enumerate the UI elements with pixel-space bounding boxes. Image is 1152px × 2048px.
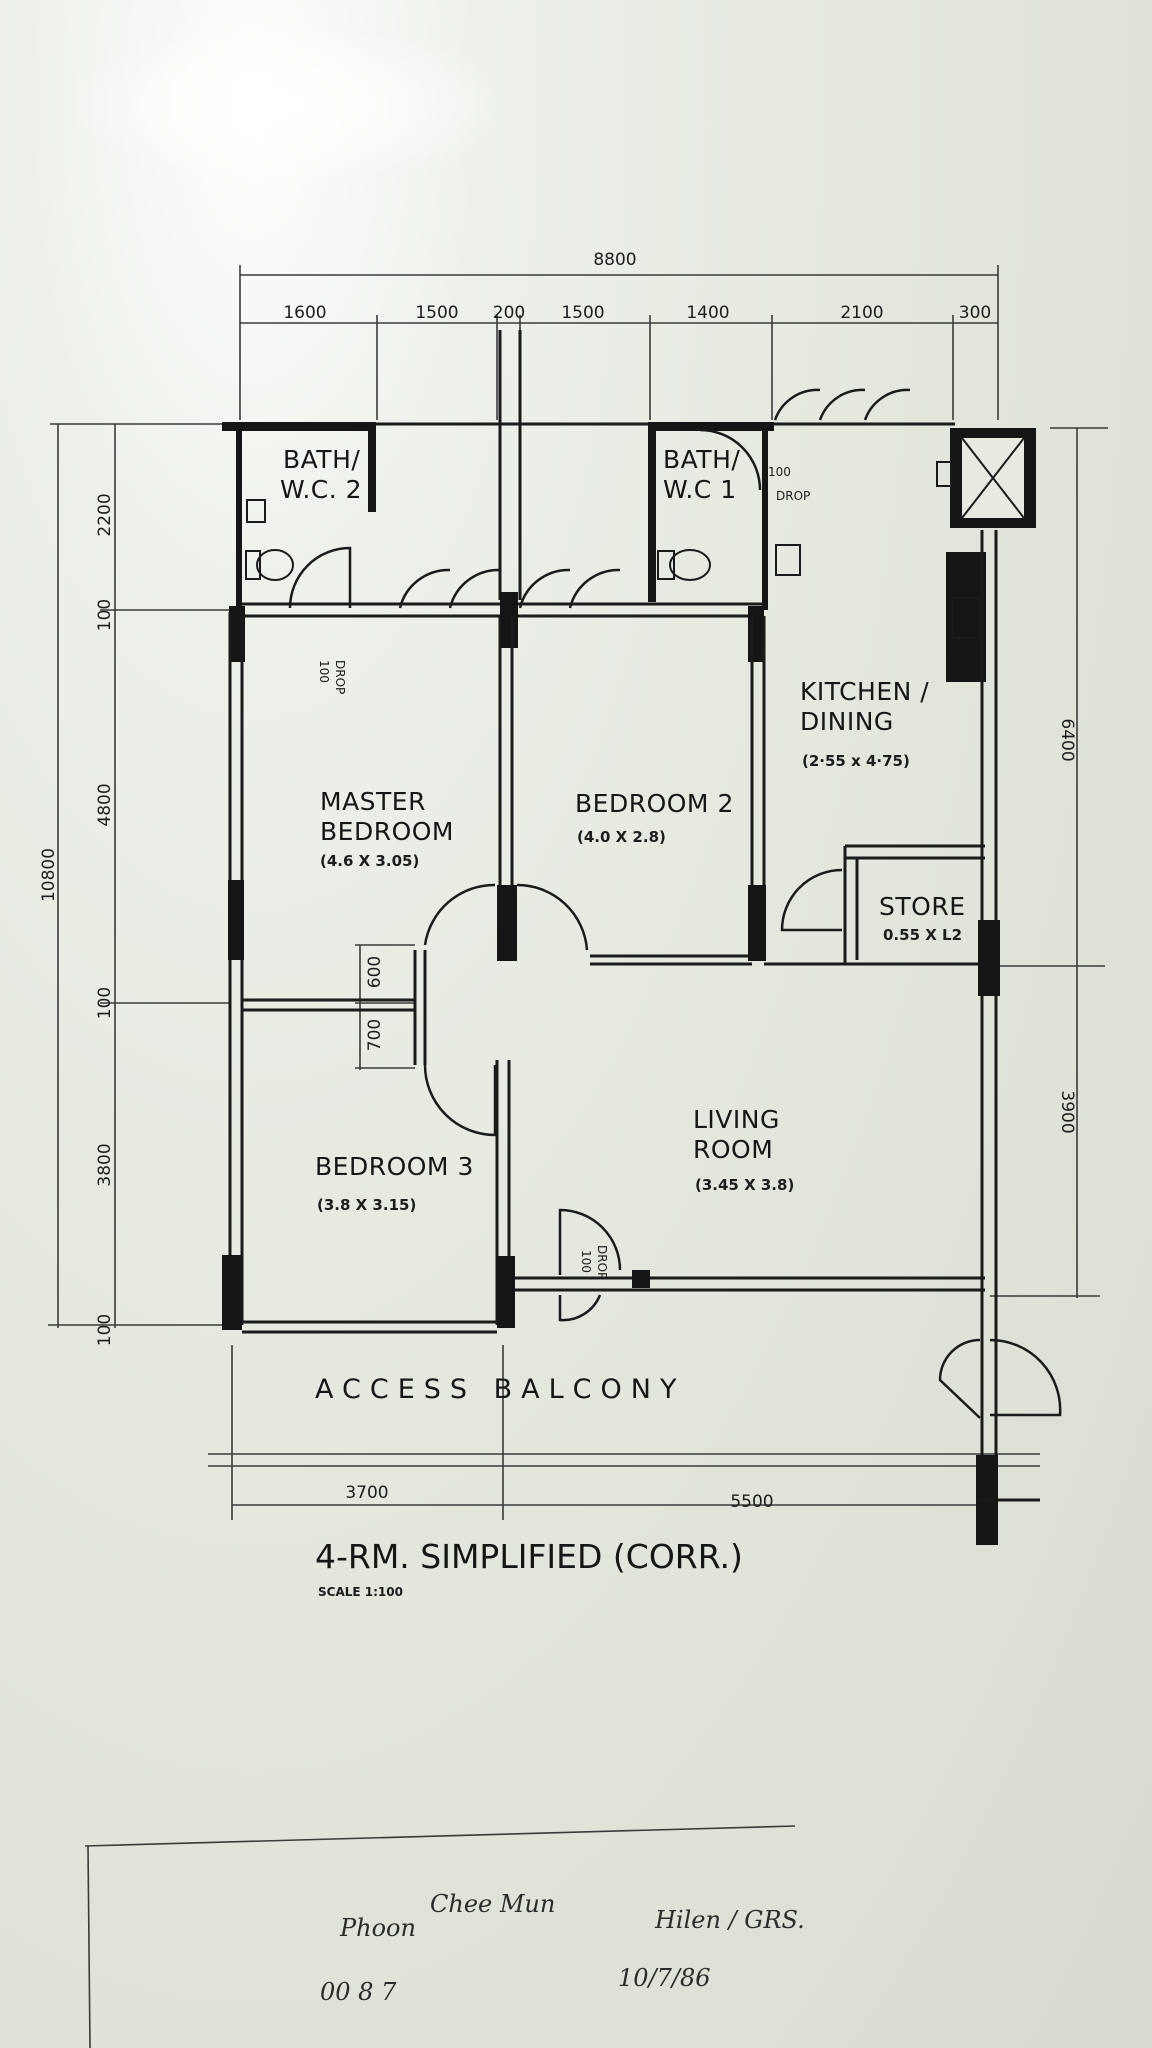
kitchen-label-2: DINING [800,707,894,736]
living-size: (3.45 X 3.8) [695,1176,794,1194]
plan-scale: SCALE 1:100 [318,1585,403,1599]
bedroom2-label: BEDROOM 2 [575,789,734,818]
service-riser [961,437,1025,519]
dim-segment-7: 300 [959,303,991,323]
dim-left-2: 100 [95,599,115,631]
dim-segment-3: 200 [493,303,525,323]
bedroom2-size: (4.0 X 2.8) [577,828,666,846]
dim-left-5: 3800 [95,1143,115,1186]
dim-segment-5: 1400 [686,303,729,323]
dim-door-700: 700 [365,1019,385,1051]
bath1-label-1: BATH/ [663,445,740,474]
bath1-label-2: W.C 1 [663,475,737,504]
annotation-box [84,1825,796,2048]
dim-left-6: 100 [95,1314,115,1346]
dim-door-600: 600 [365,956,385,988]
right-dimension-lines [990,427,1108,1298]
living-label-2: ROOM [693,1135,773,1164]
store-size: 0.55 X L2 [883,926,962,944]
bath1-drop-num: 100 [768,465,791,479]
dim-right-3900: 3900 [1057,1090,1077,1133]
dim-segment-6: 2100 [840,303,883,323]
kitchen-label-1: KITCHEN / [800,677,929,706]
handwritten-name-1: Chee Mun [430,1890,555,1918]
bath2-drop-word: DROP [333,660,347,694]
bath2-drop-num: 100 [317,660,331,683]
plan-title: 4-RM. SIMPLIFIED (CORR.) [315,1537,743,1576]
master-label-2: BEDROOM [320,817,454,846]
master-size: (4.6 X 3.05) [320,852,419,870]
handwritten-date: 10/7/86 [618,1964,711,1992]
top-dimension-lines [239,265,999,420]
fixtures [245,461,980,639]
overall-height-label: 10800 [39,848,59,902]
dim-bottom-3700: 3700 [345,1483,388,1503]
dim-segment-4: 1500 [561,303,604,323]
store-label: STORE [879,892,965,921]
dim-segment-1: 1600 [283,303,326,323]
dim-bottom-5500: 5500 [730,1492,773,1512]
balcony-label: ACCESS BALCONY [315,1374,685,1405]
overall-width-label: 8800 [593,250,636,270]
living-drop-word: DROP [595,1245,609,1279]
living-drop-num: 100 [579,1250,593,1273]
kitchen-size: (2·55 x 4·75) [802,752,910,770]
dim-right-6400: 6400 [1057,718,1077,761]
dim-left-3: 4800 [95,783,115,826]
bedroom3-size: (3.8 X 3.15) [317,1196,416,1214]
bedroom3-label: BEDROOM 3 [315,1152,474,1181]
living-label-1: LIVING [693,1105,780,1134]
handwritten-name-2: Phoon [339,1914,416,1942]
left-dimension-lines [48,423,415,1328]
handwritten-code: 00 8 7 [320,1978,397,2006]
handwritten-ref: Hilen / GRS. [654,1906,805,1934]
doors [288,388,1062,1419]
master-label-1: MASTER [320,787,426,816]
dim-left-1: 2200 [95,493,115,536]
bottom-dimension-lines [208,1345,1040,1520]
bath1-drop-word: DROP [776,489,810,503]
dim-segment-2: 1500 [415,303,458,323]
bath2-label-1: BATH/ [283,445,360,474]
dim-left-4: 100 [95,987,115,1019]
bath2-label-2: W.C. 2 [280,475,362,504]
